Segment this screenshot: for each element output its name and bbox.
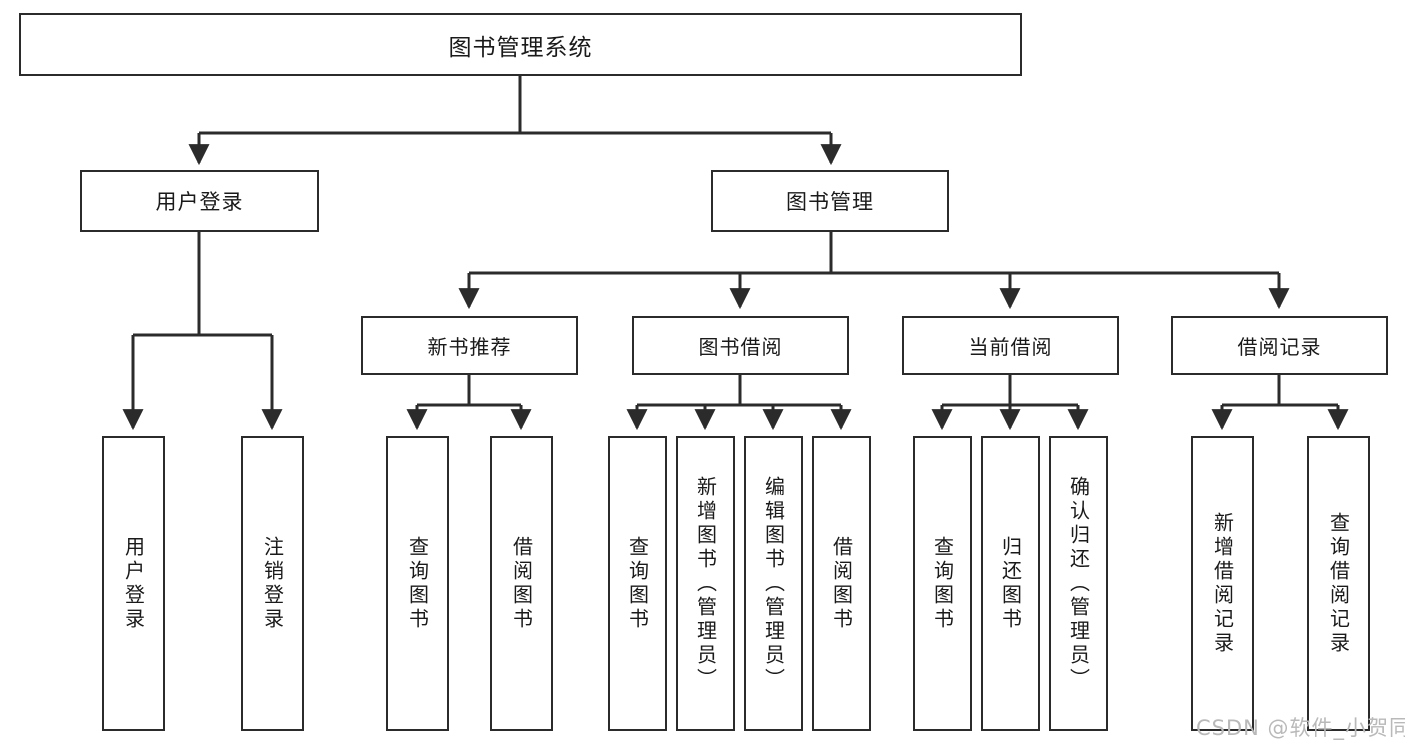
leaf-book-borrow-borrow[interactable]: 借阅图书 <box>812 436 871 731</box>
node-new-book-recommend-label: 新书推荐 <box>427 335 512 359</box>
node-user-login[interactable]: 用户登录 <box>80 170 319 232</box>
node-book-borrow[interactable]: 图书借阅 <box>632 316 849 375</box>
node-current-borrow[interactable]: 当前借阅 <box>902 316 1119 375</box>
node-borrow-record[interactable]: 借阅记录 <box>1171 316 1388 375</box>
leaf-new-book-query[interactable]: 查询图书 <box>386 436 449 731</box>
leaf-book-borrow-query[interactable]: 查询图书 <box>608 436 667 731</box>
leaf-borrow-record-query[interactable]: 查询借阅记录 <box>1307 436 1370 731</box>
leaf-user-login-logout[interactable]: 注销登录 <box>241 436 304 731</box>
node-current-borrow-label: 当前借阅 <box>968 335 1053 359</box>
leaf-label: 借阅图书 <box>509 535 534 632</box>
node-book-manage[interactable]: 图书管理 <box>711 170 949 232</box>
node-new-book-recommend[interactable]: 新书推荐 <box>361 316 578 375</box>
leaf-label: 注销登录 <box>260 535 285 632</box>
leaf-label: 编辑图书（管理员） <box>761 475 786 692</box>
leaf-label: 归还图书 <box>998 535 1023 632</box>
node-root[interactable]: 图书管理系统 <box>19 13 1022 76</box>
leaf-new-book-borrow[interactable]: 借阅图书 <box>490 436 553 731</box>
leaf-borrow-record-add[interactable]: 新增借阅记录 <box>1191 436 1254 731</box>
leaf-label: 查询图书 <box>405 535 430 632</box>
leaf-label: 查询图书 <box>625 535 650 632</box>
leaf-current-borrow-confirm[interactable]: 确认归还（管理员） <box>1049 436 1108 731</box>
leaf-current-borrow-return[interactable]: 归还图书 <box>981 436 1040 731</box>
leaf-label: 新增图书（管理员） <box>693 475 718 692</box>
leaf-label: 查询图书 <box>930 535 955 632</box>
leaf-label: 新增借阅记录 <box>1210 511 1235 656</box>
leaf-user-login-login[interactable]: 用户登录 <box>102 436 165 731</box>
node-borrow-record-label: 借阅记录 <box>1237 335 1322 359</box>
leaf-label: 借阅图书 <box>829 535 854 632</box>
leaf-label: 确认归还（管理员） <box>1066 475 1091 692</box>
leaf-current-borrow-query[interactable]: 查询图书 <box>913 436 972 731</box>
leaf-book-borrow-add[interactable]: 新增图书（管理员） <box>676 436 735 731</box>
leaf-label: 用户登录 <box>121 535 146 632</box>
leaf-book-borrow-edit[interactable]: 编辑图书（管理员） <box>744 436 803 731</box>
node-root-label: 图书管理系统 <box>448 34 593 61</box>
leaf-label: 查询借阅记录 <box>1326 511 1351 656</box>
node-book-borrow-label: 图书借阅 <box>698 335 783 359</box>
node-book-manage-label: 图书管理 <box>786 190 874 214</box>
node-user-login-label: 用户登录 <box>155 190 244 214</box>
